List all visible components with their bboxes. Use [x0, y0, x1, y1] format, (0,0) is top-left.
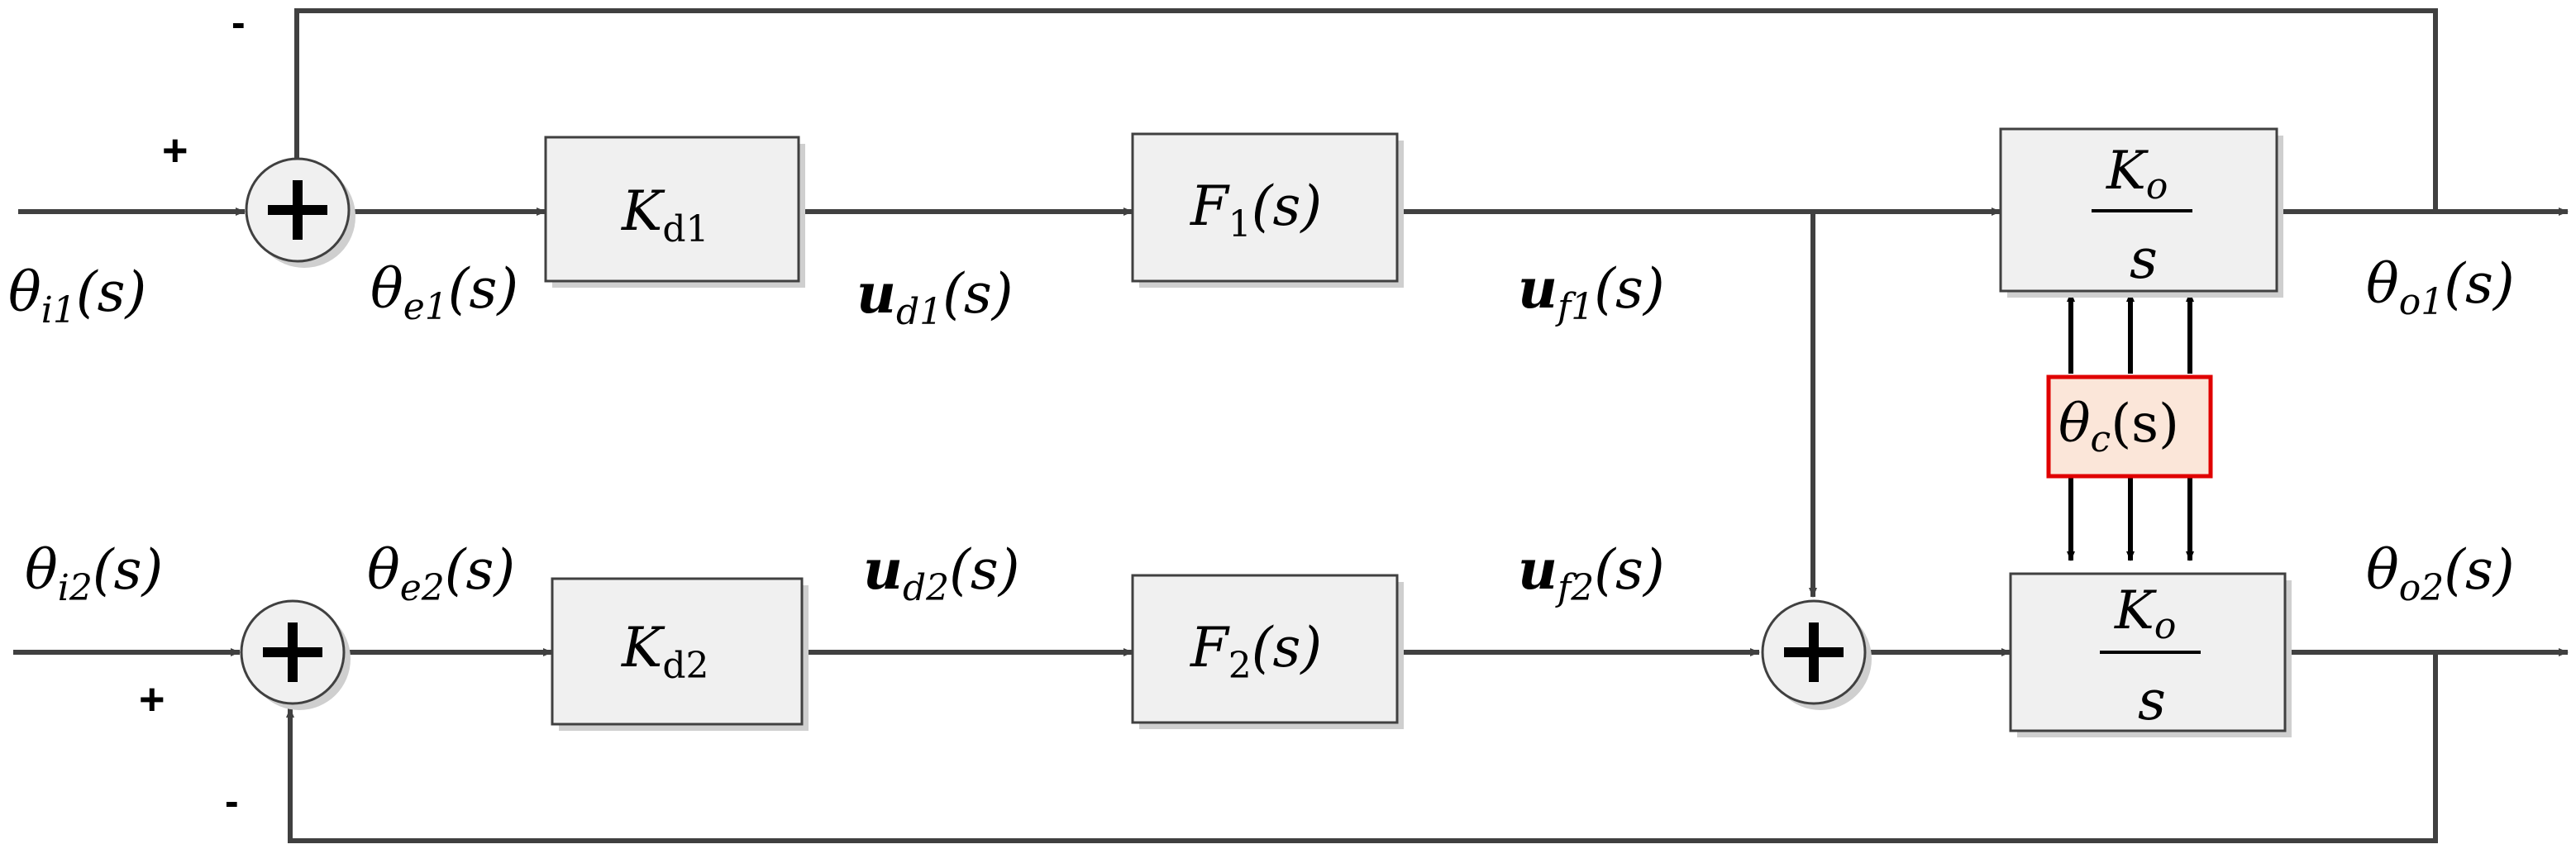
block-label-int2-num: Ko — [2114, 580, 2176, 647]
signal-label-theta-o1: θo1(s) — [2366, 252, 2515, 323]
block-label-kd2: Kd2 — [621, 616, 708, 687]
signal-label-theta-i1: θi1(s) — [8, 260, 146, 331]
sum-junction-3[interactable] — [1761, 599, 1872, 710]
gain-block-kd2[interactable] — [551, 577, 804, 726]
block-label-coupling: θc(s) — [2058, 393, 2179, 460]
signal-label-u-f1: uf1(s) — [1518, 256, 1665, 328]
sum-junction-2[interactable] — [240, 599, 351, 710]
signal-label-theta-e2: θe2(s) — [367, 538, 515, 609]
block-label-f2: F2(s) — [1190, 616, 1322, 687]
sum1-top-sign: - — [231, 0, 246, 45]
sum2-left-sign: + — [139, 675, 165, 724]
blocks — [544, 127, 2292, 737]
gain-block-kd1[interactable] — [544, 136, 800, 283]
signal-label-theta-e1: θe1(s) — [370, 257, 518, 328]
feedback-1-wire — [293, 8, 2438, 212]
block-label-int2-den: s — [2138, 669, 2166, 732]
coupling-arrows — [2067, 292, 2194, 561]
signal-label-u-d1: ud1(s) — [856, 261, 1014, 333]
lower-loop-wires — [13, 648, 2569, 843]
block-label-int1-num: Ko — [2106, 141, 2168, 207]
signal-label-u-d2: ud2(s) — [863, 537, 1020, 609]
signal-label-theta-i2: θi2(s) — [25, 538, 163, 609]
coupling-block[interactable] — [2046, 374, 2213, 479]
signal-label-theta-o2: θo2(s) — [2366, 538, 2515, 609]
sum1-left-sign: + — [162, 126, 188, 175]
block-label-int1-den: s — [2130, 227, 2158, 291]
sum2-bottom-sign: - — [225, 778, 239, 824]
sum-junction-1[interactable] — [245, 157, 355, 268]
signal-label-u-f2: uf2(s) — [1518, 537, 1665, 609]
feedback-2-wire — [286, 652, 2438, 843]
block-label-f1: F1(s) — [1190, 174, 1322, 246]
block-label-kd1: Kd1 — [621, 179, 708, 250]
filter-block-f2[interactable] — [1131, 574, 1399, 724]
filter-block-f1[interactable] — [1131, 132, 1399, 283]
upper-loop-wires — [18, 8, 2569, 598]
